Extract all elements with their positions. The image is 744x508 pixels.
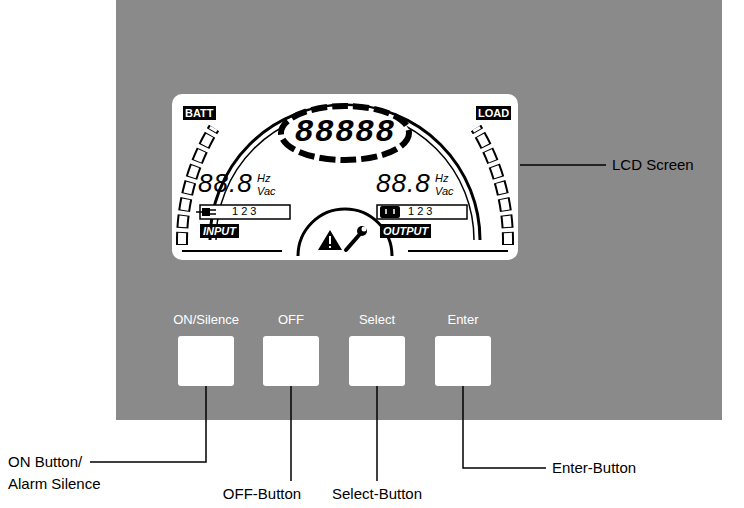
dome-arc xyxy=(216,111,474,240)
callout-label: OFF-Button xyxy=(223,485,301,503)
status-display: 88888 xyxy=(294,114,395,152)
wrench-icon xyxy=(346,234,360,250)
input-reading: 88.8 xyxy=(198,168,253,199)
base-line xyxy=(408,250,508,252)
callout-label: Enter-Button xyxy=(552,459,636,477)
plug-icon xyxy=(202,208,210,216)
battery-tag: BATT xyxy=(183,106,216,120)
load-tag: LOAD xyxy=(476,106,511,120)
unit-label: Vac xyxy=(435,185,454,198)
callout-label: LCD Screen xyxy=(612,156,694,174)
unit-label: Vac xyxy=(257,185,276,198)
leader-line xyxy=(463,386,546,468)
select-button: Select xyxy=(349,336,405,386)
phase-numbers: 1 2 3 xyxy=(408,205,432,218)
phase-numbers: 1 2 3 xyxy=(232,205,256,218)
fault-arc xyxy=(298,209,392,256)
output-tag: OUTPUT xyxy=(380,224,431,238)
button-label: ON/Silence xyxy=(173,312,239,327)
display-ring xyxy=(281,106,409,160)
input-tag: INPUT xyxy=(200,224,239,238)
unit-label: Hz xyxy=(435,172,448,185)
output-reading: 88.8 xyxy=(376,168,431,199)
lcd-screen xyxy=(172,94,518,260)
warning-icon xyxy=(318,230,342,250)
button-label: Select xyxy=(359,312,395,327)
front-panel xyxy=(116,0,722,420)
on-silence-button: ON/Silence xyxy=(178,336,234,386)
button-label: Enter xyxy=(447,312,478,327)
off-button: OFF xyxy=(263,336,319,386)
unit-label: Hz xyxy=(257,172,270,185)
button-label: OFF xyxy=(278,312,304,327)
leader-line xyxy=(520,164,606,166)
callout-label: Select-Button xyxy=(332,485,422,503)
leader-line xyxy=(90,386,206,462)
leader-line xyxy=(290,386,292,481)
callout-label: ON Button/ Alarm Silence xyxy=(8,451,116,495)
leader-line xyxy=(376,386,378,481)
outlet-icon xyxy=(380,206,400,218)
input-box xyxy=(200,205,290,219)
base-line xyxy=(182,250,282,252)
enter-button: Enter xyxy=(435,336,491,386)
output-box xyxy=(377,205,467,219)
